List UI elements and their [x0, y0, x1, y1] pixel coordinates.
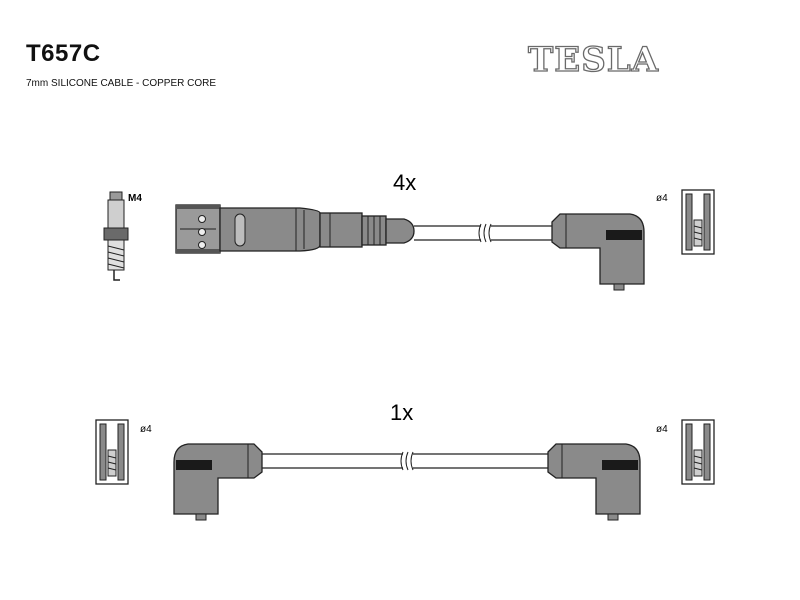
terminal-connector-icon: ø4: [95, 419, 152, 485]
part-number-title: T657C: [26, 40, 101, 67]
spark-plug-boot-icon: [175, 204, 415, 254]
bottom-lead: 1x ø4: [95, 400, 715, 521]
terminal-connector-icon: ø4: [656, 419, 715, 485]
distributor-boot-icon: [173, 443, 263, 521]
brand-logo: TESLA: [527, 39, 660, 80]
bottom-cable: [262, 451, 548, 471]
distributor-boot-icon: [551, 213, 645, 291]
bottom-left-diameter-label: ø4: [140, 424, 152, 435]
spark-plug-thread-label: M4: [128, 193, 142, 204]
cable-spec-subtitle: 7mm SILICONE CABLE - COPPER CORE: [26, 78, 217, 89]
spark-plug-icon: M4: [103, 191, 142, 281]
bottom-right-diameter-label: ø4: [656, 424, 668, 435]
terminal-connector-icon: ø4: [656, 189, 715, 255]
top-lead-quantity: 4x: [393, 170, 416, 195]
bottom-lead-quantity: 1x: [390, 400, 413, 425]
top-cable: [414, 223, 552, 243]
top-end-diameter-label: ø4: [656, 193, 668, 204]
distributor-boot-icon: [547, 443, 641, 521]
top-lead: 4x M4: [103, 170, 715, 291]
